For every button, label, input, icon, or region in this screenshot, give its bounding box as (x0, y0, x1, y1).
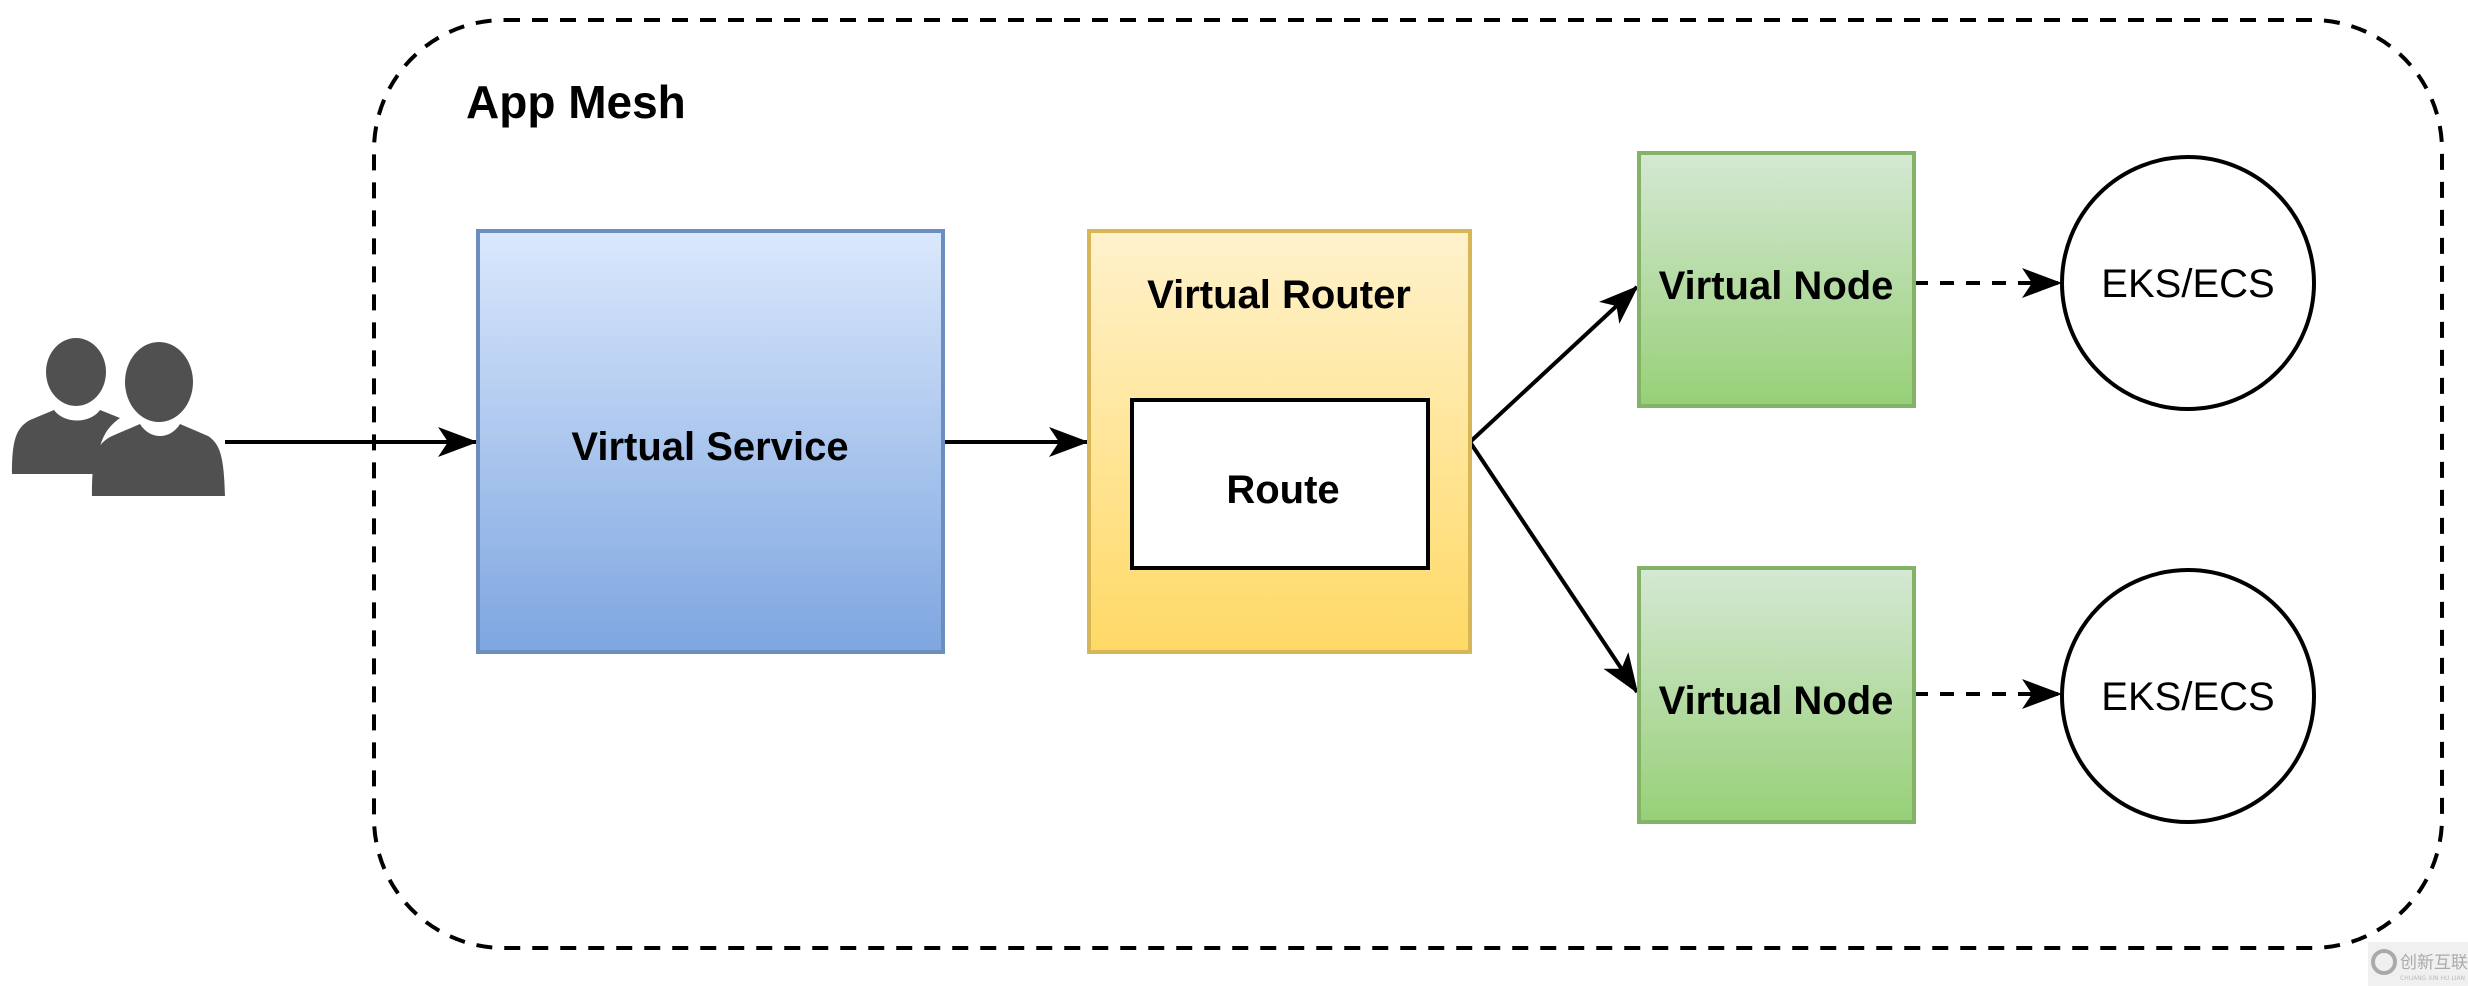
app-mesh-title: App Mesh (466, 76, 686, 128)
virtual-node-2-label: Virtual Node (1659, 679, 1894, 723)
eks-ecs-node-2[interactable]: EKS/ECS (2060, 568, 2316, 824)
edge-router-to-node-1 (1468, 285, 1639, 444)
virtual-node-2[interactable]: Virtual Node (1637, 566, 1916, 824)
watermark-text: 创新互联 (2400, 953, 2468, 973)
virtual-router-label: Virtual Router (1147, 273, 1411, 317)
route-label: Route (1226, 468, 1339, 512)
virtual-service-node[interactable]: Virtual Service (476, 229, 945, 654)
virtual-node-1-label: Virtual Node (1659, 264, 1894, 308)
app-mesh-container (372, 18, 2444, 950)
virtual-router-node[interactable]: Virtual Router Route (1087, 229, 1472, 654)
eks-ecs-node-1[interactable]: EKS/ECS (2060, 155, 2316, 411)
virtual-service-label: Virtual Service (571, 425, 848, 469)
route-node[interactable]: Route (1130, 398, 1430, 570)
virtual-node-1[interactable]: Virtual Node (1637, 151, 1916, 408)
users-icon (12, 338, 225, 496)
eks-ecs-2-label: EKS/ECS (2101, 675, 2274, 719)
eks-ecs-1-label: EKS/ECS (2101, 262, 2274, 306)
watermark-subtext: CHUANG XIN HU LIAN (2400, 975, 2465, 982)
edge-router-to-node-2 (1468, 440, 1639, 694)
watermark-logo: 创新互联 CHUANG XIN HU LIAN (2368, 942, 2468, 986)
